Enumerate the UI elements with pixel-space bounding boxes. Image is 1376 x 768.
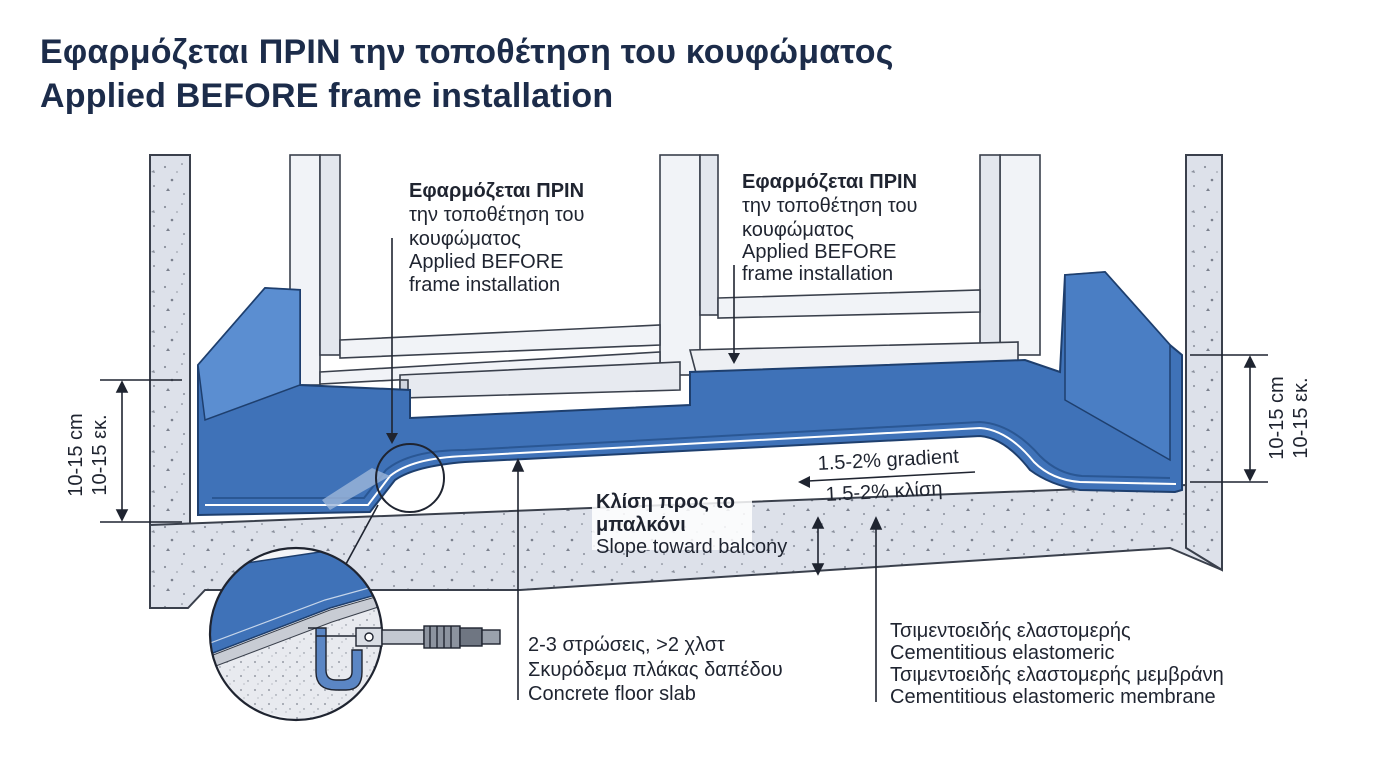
- coats-line3: Concrete floor slab: [528, 683, 696, 705]
- callout-left: Εφαρμόζεται ΠΡΙΝ την τοποθέτηση του κουφ…: [386, 180, 584, 444]
- frame-post-middle: [659, 154, 701, 376]
- left-wall: [149, 154, 191, 526]
- callout-left-l5: frame installation: [409, 274, 560, 296]
- magnifier-circle-icon: [375, 443, 445, 513]
- callout-right-l2: την τοποθέτηση του: [742, 195, 917, 217]
- coats-line2: Σκυρόδεμα πλάκας δαπέδου: [528, 659, 783, 681]
- callout-right-l3: κουφώματος: [742, 219, 854, 241]
- callout-left-l4: Applied BEFORE: [409, 251, 564, 273]
- sash-bottom-right: [717, 289, 981, 319]
- coats-line1: 2-3 στρώσεις, >2 χλστ: [528, 634, 725, 656]
- zoom-detail: [208, 546, 501, 722]
- applied-layer-hatch: [322, 468, 390, 510]
- callout-right: Εφαρμόζεται ΠΡΙΝ την τοποθέτηση του κουφ…: [728, 171, 917, 364]
- title-greek: Εφαρμόζεται ΠΡΙΝ την τοποθέτηση του κουφ…: [40, 33, 894, 71]
- window-frame: [289, 154, 1041, 399]
- coats-label: 2-3 στρώσεις, >2 χλστ Σκυρόδεμα πλάκας δ…: [528, 634, 783, 705]
- membrane-layer-line: [205, 426, 1177, 506]
- membrane-line4: Cementitious elastomeric membrane: [890, 686, 1216, 708]
- membrane-upturn-left: [197, 287, 301, 422]
- right-wall: [1185, 154, 1223, 572]
- waterproofing-membrane: [197, 270, 1183, 517]
- height-dimension-right: [1190, 354, 1268, 483]
- arrow-down-icon: [386, 433, 398, 444]
- callout-left-l1: Εφαρμόζεται ΠΡΙΝ: [409, 180, 584, 202]
- arrow-down-icon: [728, 353, 740, 364]
- slope-label: Κλίση προς το μπαλκόνι Slope toward balc…: [592, 488, 825, 576]
- micrometer-icon: [308, 625, 501, 691]
- callout-right-l1: Εφαρμόζεται ΠΡΙΝ: [742, 171, 917, 193]
- page-title: Εφαρμόζεται ΠΡΙΝ την τοποθέτηση του κουφ…: [40, 30, 894, 118]
- height-label-left-cm: 10-15 cm: [65, 413, 87, 496]
- height-dimension-left: [100, 379, 182, 523]
- callout-right-l5: frame installation: [742, 263, 893, 285]
- sash-bottom-left: [339, 324, 661, 359]
- slope-el-line2: μπαλκόνι: [596, 514, 686, 536]
- height-label-right-ek: 10-15 εκ.: [1290, 377, 1312, 458]
- slope-el-line1: Κλίση προς το: [596, 491, 735, 513]
- callout-right-l4: Applied BEFORE: [742, 241, 897, 263]
- membrane-line1: Τσιμεντοειδής ελαστομερής: [890, 620, 1131, 642]
- title-english: Applied BEFORE frame installation: [40, 77, 614, 115]
- gradient-en: 1.5-2% gradient: [817, 446, 960, 475]
- frame-post-right: [999, 154, 1041, 356]
- height-label-left-ek: 10-15 εκ.: [89, 414, 111, 495]
- callout-left-l2: την τοποθέτηση του: [409, 204, 584, 226]
- membrane-body: [197, 270, 1183, 517]
- membrane-line2: Cementitious elastomeric: [890, 642, 1115, 664]
- arrow-left-icon: [798, 476, 810, 488]
- callout-left-l3: κουφώματος: [409, 228, 521, 250]
- slope-en: Slope toward balcony: [596, 536, 787, 558]
- membrane-line3: Τσιμεντοειδής ελαστομερής μεμβράνη: [890, 664, 1224, 686]
- height-label-right-cm: 10-15 cm: [1266, 376, 1288, 459]
- membrane-label: Τσιμεντοειδής ελαστομερής Cementitious e…: [890, 620, 1224, 708]
- membrane-upturn-right: [1064, 271, 1171, 462]
